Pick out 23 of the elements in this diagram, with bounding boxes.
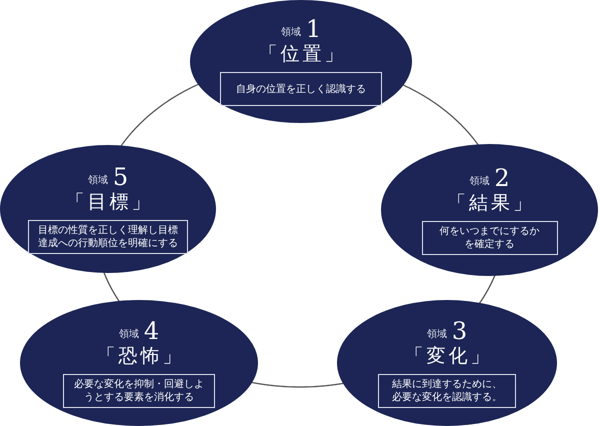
connector-arc	[119, 82, 201, 148]
area-number: 2	[494, 166, 510, 190]
area-label: 領域	[469, 174, 490, 188]
area-number: 1	[306, 17, 322, 41]
description-box: 何をいつまでにするかを確定する	[422, 220, 558, 254]
description-box: 目標の性質を正しく理解し目標達成への行動順位を明確にする	[28, 220, 188, 254]
area-title: 「変化」	[403, 344, 493, 368]
area-label: 領域	[426, 328, 447, 340]
area-number: 4	[144, 318, 160, 342]
description-box: 必要な変化を抑制・回避しようとする要素を消化する	[63, 374, 215, 408]
area-number: 3	[452, 318, 468, 342]
area-label: 領域	[118, 328, 139, 340]
area-title: 「結果」	[446, 190, 536, 214]
area-title: 「位置」	[257, 42, 347, 66]
description-box: 結果に到達するために、必要な変化を認識する。	[378, 374, 516, 408]
connector-arc	[400, 84, 480, 147]
connector-arc	[478, 273, 496, 306]
description-box: 自身の位置を正しく認識する	[220, 72, 382, 106]
area-label: 領域	[88, 174, 108, 186]
area-title: 「目標」	[64, 190, 154, 214]
area-label: 領域	[280, 26, 301, 39]
area-number: 5	[112, 164, 128, 188]
area-title: 「恐怖」	[95, 344, 185, 368]
